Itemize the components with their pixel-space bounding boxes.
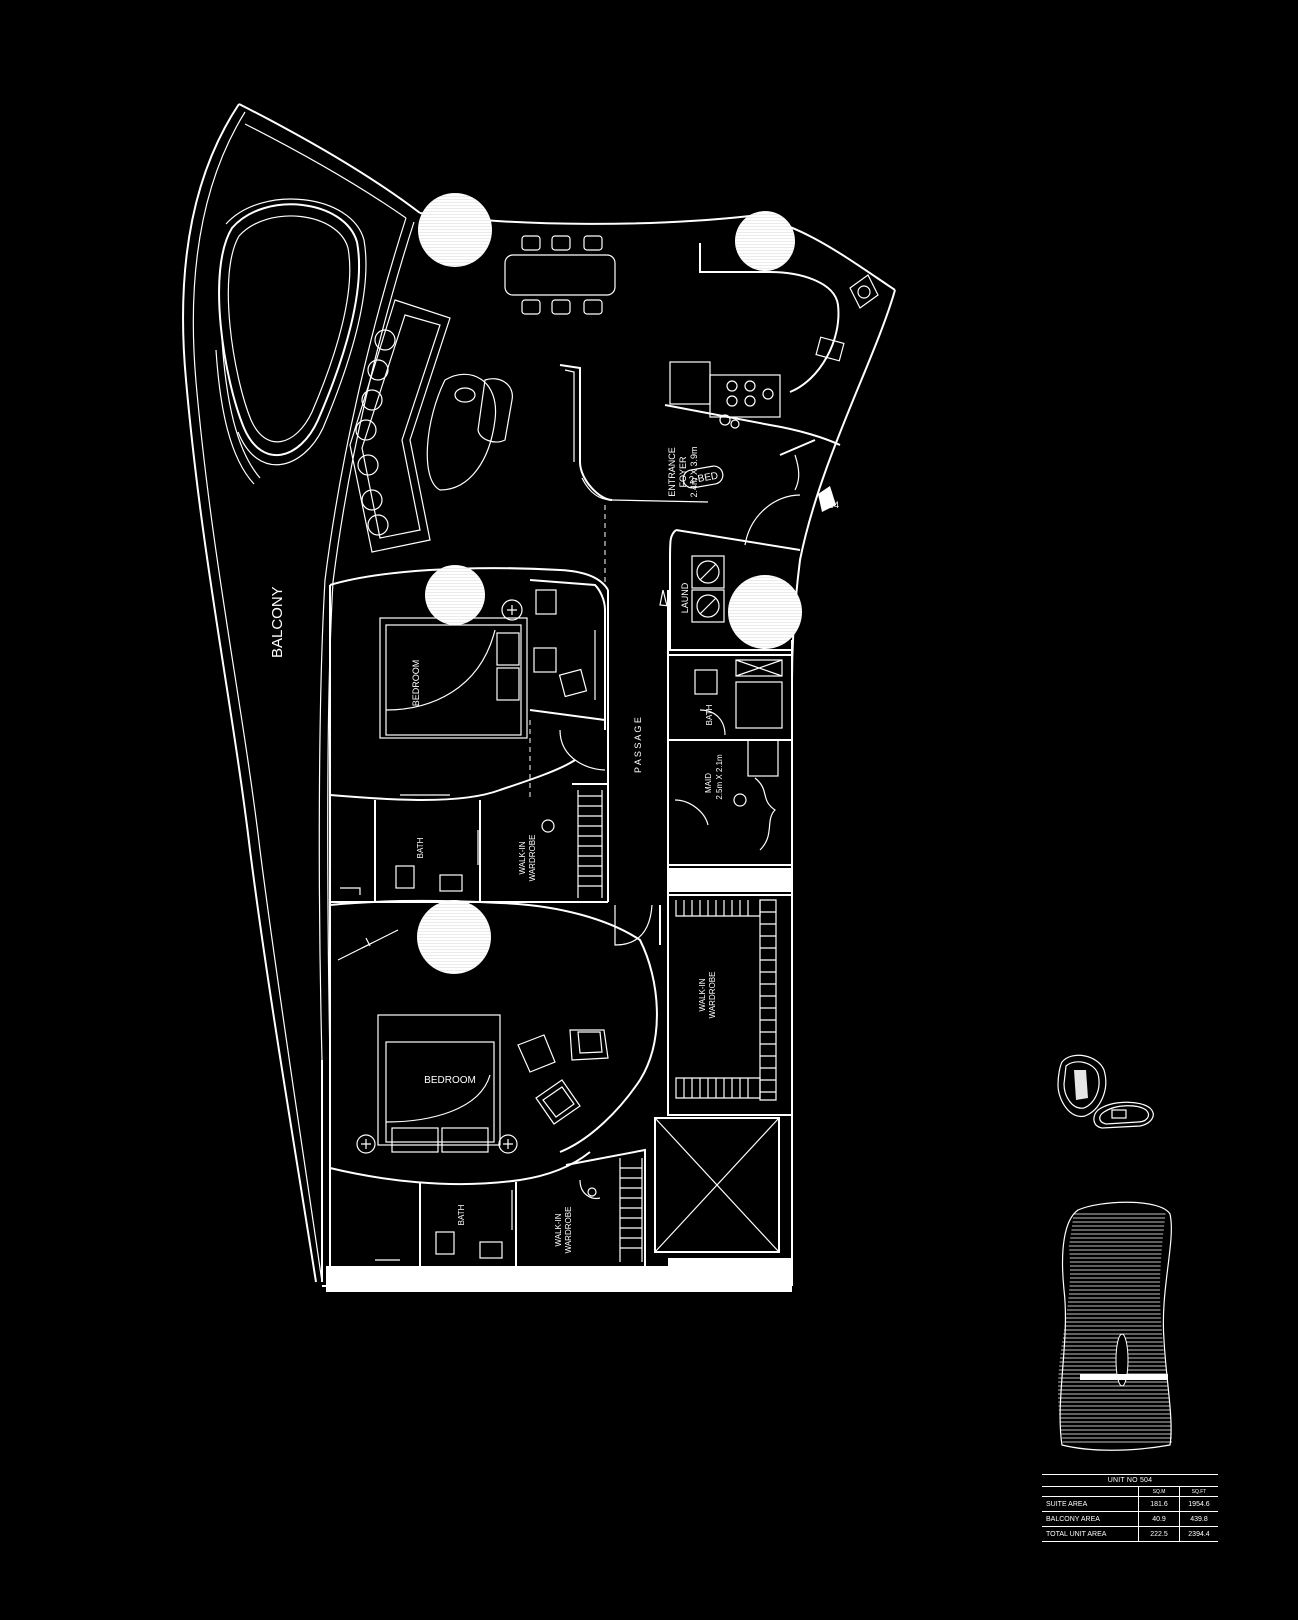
walkin-3-label: WALK-IN WARDROBE: [554, 1207, 573, 1254]
bath-1: [330, 794, 608, 903]
key-plan: [1057, 1054, 1154, 1129]
bottom-wall-strip: [326, 1266, 792, 1292]
balcony-outline: [182, 103, 421, 1283]
svg-text:2.5m X 2.1m: 2.5m X 2.1m: [715, 754, 724, 800]
entrance-label: ENTRANCE FOYER 2.4m X 3.9m: [667, 446, 699, 497]
area-row: TOTAL UNIT AREA 222.5 2394.4: [1042, 1527, 1218, 1542]
svg-text:WARDROBE: WARDROBE: [528, 835, 537, 882]
unit-sqft-header: SQ.FT: [1179, 1487, 1218, 1496]
entrance-foyer: [559, 364, 836, 651]
maid-area: [668, 654, 792, 892]
walkin-1-label: WALK-IN WARDROBE: [518, 835, 537, 882]
laundry-label: LAUND: [680, 582, 690, 613]
bedroom-1: [329, 585, 576, 1282]
svg-text:2.4m X 3.9m: 2.4m X 3.9m: [689, 446, 699, 497]
maid-room-label: MAID 2.5m X 2.1m: [704, 754, 724, 800]
area-row-sqm: 40.9: [1138, 1512, 1179, 1526]
walkin-wardrobe-1: [541, 783, 609, 902]
area-row-sqm: 222.5: [1138, 1527, 1179, 1541]
maid-bath-label: BATH: [705, 704, 714, 725]
svg-text:MAID: MAID: [704, 773, 713, 793]
walkin-2-label: WALK-IN WARDROBE: [698, 972, 717, 1019]
area-row-sqft: 439.8: [1179, 1512, 1218, 1526]
bath-1-label: BATH: [416, 837, 425, 858]
svg-text:WALK-IN: WALK-IN: [554, 1213, 563, 1246]
pool: [215, 198, 367, 485]
bedroom-2: [329, 899, 658, 1186]
ensuite-1: [529, 579, 606, 800]
kitchen: [664, 243, 879, 446]
passage: [607, 590, 669, 1116]
passage-label: P A S S A G E: [633, 717, 643, 773]
laundry: [659, 555, 725, 623]
svg-text:WALK-IN: WALK-IN: [698, 978, 707, 1011]
bath-2-label: BATH: [457, 1204, 466, 1225]
balcony-railing: [318, 217, 415, 1063]
area-row-label: BALCONY AREA: [1046, 1515, 1100, 1523]
walkin-wardrobe-2: [668, 894, 793, 1116]
structural-columns: [417, 193, 802, 974]
area-row-label: TOTAL UNIT AREA: [1046, 1530, 1107, 1538]
bed-tag-label: 2-BED: [688, 471, 719, 487]
bedroom-1-label: BEDROOM: [411, 660, 421, 707]
dining-table: [504, 235, 616, 315]
area-table: UNIT NO 504 SQ.M SQ.FT SUITE AREA 181.6 …: [1042, 1474, 1218, 1542]
bath-2: [375, 1182, 517, 1266]
bedroom-2-label: BEDROOM: [424, 1075, 476, 1086]
maid-bottom-strip: [668, 1258, 792, 1268]
balcony-label: BALCONY: [269, 586, 286, 658]
unit-sqm-header: SQ.M: [1138, 1487, 1179, 1496]
svg-text:FOYER: FOYER: [678, 456, 688, 488]
sofa: [349, 299, 451, 553]
svg-text:WARDROBE: WARDROBE: [564, 1207, 573, 1254]
area-row: BALCONY AREA 40.9 439.8: [1042, 1512, 1218, 1527]
lounge-furniture: [426, 373, 513, 491]
walkin-wardrobe-3: [565, 1148, 646, 1266]
area-row-sqm: 181.6: [1138, 1497, 1179, 1511]
svg-text:ENTRANCE: ENTRANCE: [667, 447, 677, 497]
building-elevation: [1058, 1201, 1172, 1451]
area-table-title: UNIT NO 504: [1042, 1474, 1218, 1487]
area-row: SUITE AREA 181.6 1954.6: [1042, 1497, 1218, 1512]
door-number-label: 04: [829, 500, 839, 510]
area-row-sqft: 1954.6: [1179, 1497, 1218, 1511]
svg-text:WALK-IN: WALK-IN: [518, 841, 527, 874]
area-row-sqft: 2394.4: [1179, 1527, 1218, 1541]
shaft: [654, 1117, 780, 1253]
svg-text:WARDROBE: WARDROBE: [708, 972, 717, 1019]
area-table-units-row: SQ.M SQ.FT: [1042, 1487, 1218, 1497]
area-row-label: SUITE AREA: [1046, 1500, 1088, 1508]
